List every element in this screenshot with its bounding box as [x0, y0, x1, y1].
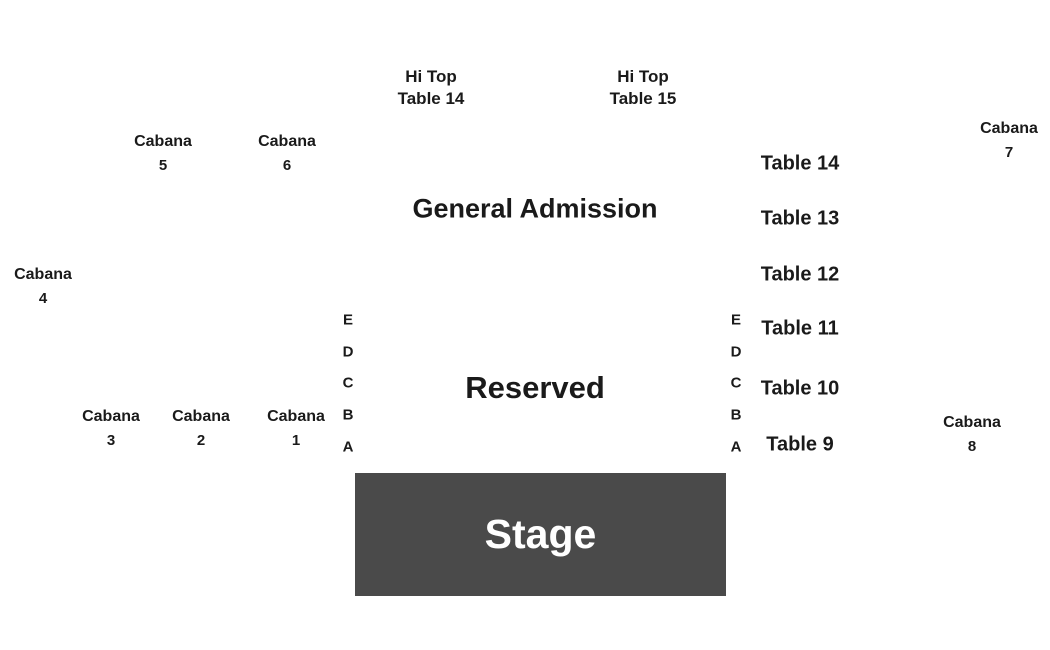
cabana-label: Cabana — [267, 408, 325, 425]
zone-reserved[interactable]: Reserved — [465, 370, 605, 405]
zone-general-admission[interactable]: General Admission — [412, 193, 658, 224]
cabana-3[interactable]: Cabana 3 — [82, 405, 140, 453]
table-13[interactable]: Table 13 — [760, 207, 840, 230]
hi-top-table-label: Table 15 — [609, 89, 677, 108]
hi-top-label: Hi Top — [405, 67, 457, 86]
cabana-label: Cabana — [943, 414, 1001, 431]
cabana-number: 5 — [158, 157, 168, 174]
cabana-number: 6 — [282, 157, 292, 174]
stage-label: Stage — [484, 511, 597, 557]
table-9[interactable]: Table 9 — [766, 433, 834, 456]
hi-top-label: Hi Top — [617, 67, 669, 86]
cabana-number: 8 — [967, 438, 977, 455]
row-left-a[interactable]: A — [342, 438, 354, 456]
row-right-e[interactable]: E — [730, 311, 742, 329]
cabana-label: Cabana — [134, 133, 192, 150]
cabana-number: 3 — [106, 432, 116, 449]
cabana-number: 1 — [291, 432, 301, 449]
cabana-8[interactable]: Cabana 8 — [943, 411, 1001, 459]
stage[interactable]: Stage — [355, 473, 726, 596]
row-right-d[interactable]: D — [730, 343, 742, 361]
row-right-a[interactable]: A — [730, 438, 742, 456]
row-right-b[interactable]: B — [730, 406, 742, 424]
cabana-label: Cabana — [82, 408, 140, 425]
cabana-number: 2 — [196, 432, 206, 449]
hi-top-table-15[interactable]: Hi Top Table 15 — [610, 66, 677, 110]
cabana-5[interactable]: Cabana 5 — [134, 130, 192, 178]
cabana-label: Cabana — [14, 266, 72, 283]
cabana-7[interactable]: Cabana 7 — [980, 117, 1038, 165]
hi-top-table-label: Table 14 — [397, 89, 465, 108]
table-10[interactable]: Table 10 — [760, 377, 840, 400]
table-12[interactable]: Table 12 — [760, 263, 840, 286]
table-11[interactable]: Table 11 — [761, 317, 839, 340]
cabana-number: 7 — [1004, 144, 1014, 161]
cabana-6[interactable]: Cabana 6 — [258, 130, 316, 178]
row-left-d[interactable]: D — [342, 343, 354, 361]
cabana-2[interactable]: Cabana 2 — [172, 405, 230, 453]
cabana-1[interactable]: Cabana 1 — [267, 405, 325, 453]
cabana-label: Cabana — [172, 408, 230, 425]
row-left-c[interactable]: C — [342, 374, 354, 392]
cabana-label: Cabana — [980, 120, 1038, 137]
cabana-label: Cabana — [258, 133, 316, 150]
table-14[interactable]: Table 14 — [760, 152, 840, 175]
hi-top-table-14[interactable]: Hi Top Table 14 — [398, 66, 465, 110]
row-left-e[interactable]: E — [342, 311, 354, 329]
cabana-4[interactable]: Cabana 4 — [14, 263, 72, 311]
row-right-c[interactable]: C — [730, 374, 742, 392]
cabana-number: 4 — [38, 290, 48, 307]
row-left-b[interactable]: B — [342, 406, 354, 424]
